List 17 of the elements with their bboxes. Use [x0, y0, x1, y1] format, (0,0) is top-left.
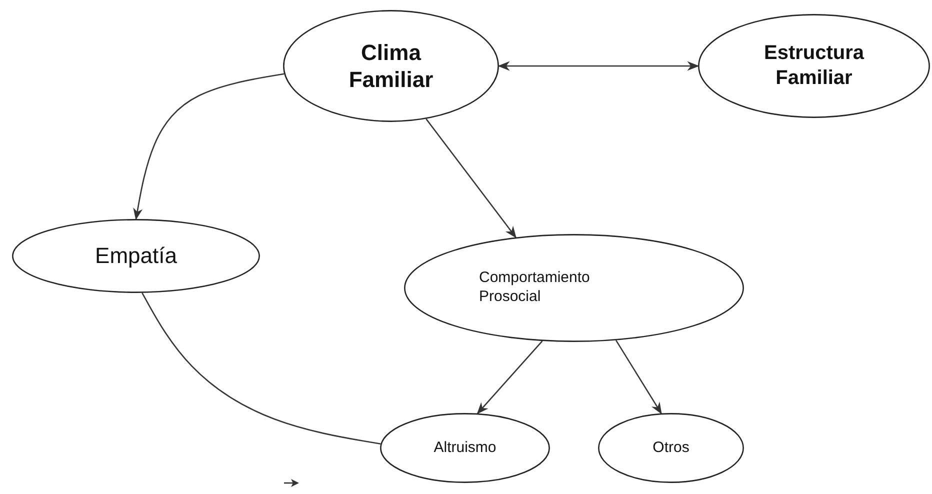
arrow [498, 61, 700, 71]
ellipse-node [698, 14, 930, 118]
ellipse-node [598, 413, 744, 483]
ellipse-node [404, 234, 744, 342]
node-label: Clima Familiar [348, 38, 434, 94]
arrow [133, 73, 284, 220]
ellipse-node [283, 10, 499, 122]
ellipse-node [12, 219, 260, 293]
node-label: Empatía [94, 242, 178, 270]
arrow [426, 118, 516, 238]
ellipse-node [380, 413, 550, 483]
node-label: Otros [652, 438, 690, 458]
node-label: Altruismo [432, 438, 498, 458]
arrow [615, 340, 662, 414]
node-label: Comportamiento Prosocial [479, 269, 591, 307]
arrow [476, 340, 543, 414]
node-label: Estructura Familiar [762, 41, 866, 91]
